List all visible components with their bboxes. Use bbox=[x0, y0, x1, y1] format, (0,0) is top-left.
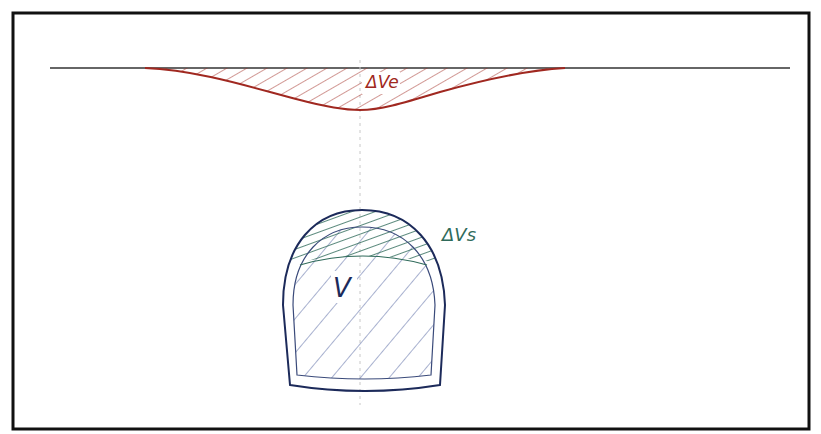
settlement-hatch bbox=[145, 68, 565, 110]
volume-label: ΔVs bbox=[442, 226, 476, 244]
settlement-trough-region: ΔVe bbox=[140, 60, 570, 120]
volume-label: ΔVe bbox=[366, 74, 399, 91]
node-outline bbox=[275, 205, 460, 400]
tunnel-lining bbox=[293, 227, 435, 379]
label-patch bbox=[362, 72, 400, 94]
crown-loss-hatch bbox=[275, 205, 455, 267]
label-patch bbox=[331, 271, 357, 303]
settlement-trough bbox=[145, 68, 565, 110]
tunnel-section: V bbox=[275, 205, 460, 400]
node-outline bbox=[140, 60, 570, 120]
tunnel-excavation bbox=[283, 210, 445, 391]
volume-label: V bbox=[333, 275, 351, 301]
crown-loss-boundary bbox=[300, 256, 427, 265]
frame-border bbox=[13, 13, 809, 429]
